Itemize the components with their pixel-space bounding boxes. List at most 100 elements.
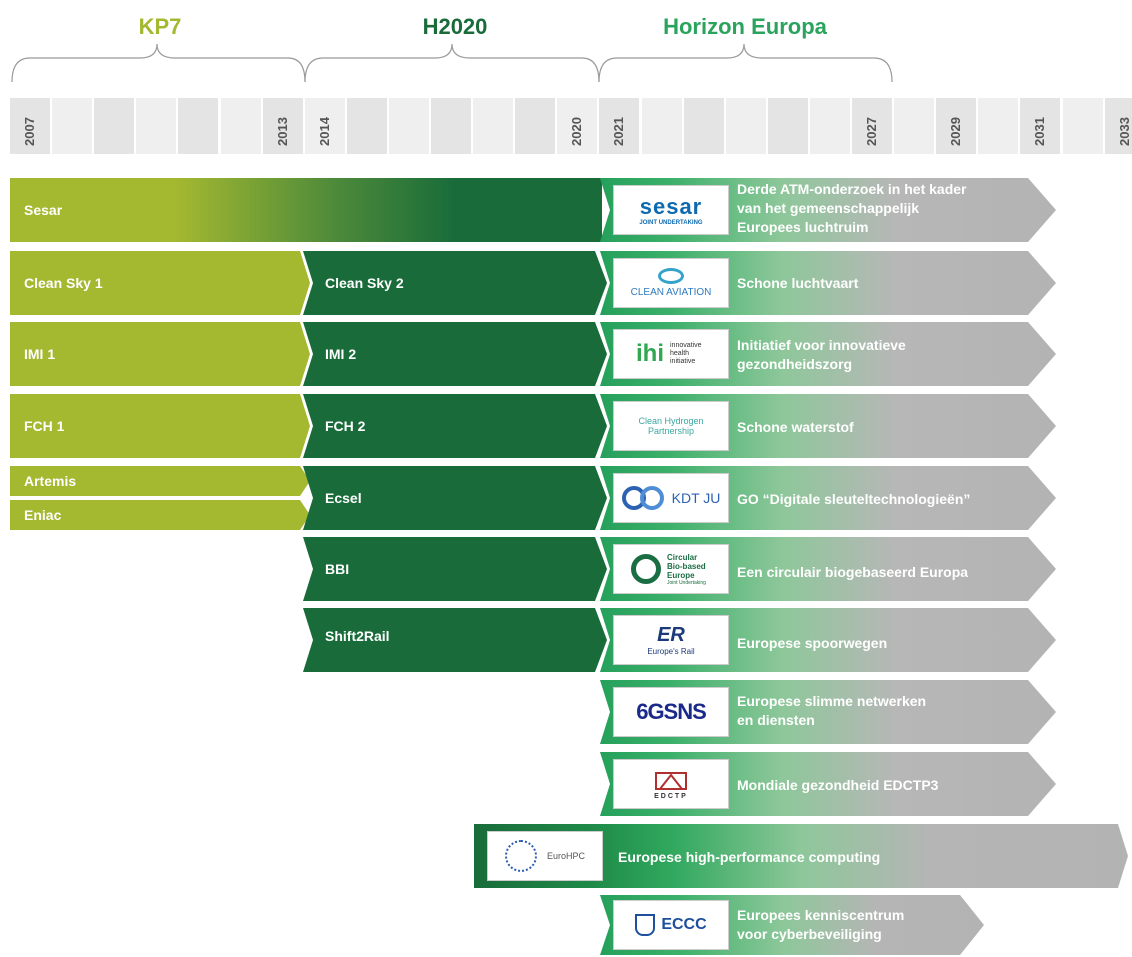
text-line: van het gemeenschappelijk (737, 200, 920, 216)
edctp-icon (655, 771, 687, 790)
bar-fch-1: FCH 1 (10, 394, 310, 458)
bar-label: Ecsel (325, 490, 362, 506)
year-cell (220, 98, 261, 154)
year-cell (346, 98, 387, 154)
year-label: 2013 (274, 117, 290, 146)
year-cell (683, 98, 724, 154)
logo-sub: Joint Undertaking (667, 579, 706, 586)
horizon-text-sesar: Derde ATM-onderzoek in het kader van het… (737, 180, 966, 237)
year-cell: 2014 (304, 98, 345, 154)
year-cell (725, 98, 766, 154)
bar-artemis: Artemis (10, 466, 310, 496)
year-cell (641, 98, 682, 154)
bar-eniac: Eniac (10, 500, 310, 530)
text-line: Een circulair biogebaseerd Europa (737, 564, 969, 580)
logo-sub: innovative health initiative (670, 342, 702, 365)
text-line: Europees kenniscentrum (737, 907, 905, 923)
year-cell (473, 98, 514, 154)
year-label: 2014 (316, 117, 332, 146)
year-cell (515, 98, 556, 154)
year-label: 2007 (22, 117, 38, 146)
shield-icon (635, 914, 656, 936)
year-cell: 2031 (1020, 98, 1061, 154)
logo-text: KDT JU (671, 490, 721, 506)
logo-text: Europe's Rail (647, 647, 695, 656)
bar-bbi: BBI (303, 537, 607, 601)
horizon-text-kdt: GO “Digitale sleuteltechnologieën” (737, 490, 970, 509)
logo-edctp: EDCTP (613, 759, 729, 809)
bar-label: FCH 1 (24, 418, 65, 434)
year-label: 2031 (1032, 117, 1048, 146)
text-line: GO “Digitale sleuteltechnologieën” (737, 491, 971, 507)
year-cell: 2033 (1104, 98, 1132, 154)
text-line: Europees luchtruim (737, 219, 869, 235)
logo-text: EDCTP (654, 792, 688, 800)
period-title-horizon: Horizon Europa (663, 14, 827, 39)
bar-label: Clean Sky 1 (24, 275, 103, 291)
bar-label: Artemis (24, 473, 77, 489)
year-cell (894, 98, 935, 154)
logo-text: Circular Bio-based Europe (667, 552, 706, 580)
year-cell (431, 98, 472, 154)
horizon-text-clean-aviation: Schone luchtvaart (737, 274, 858, 293)
year-cell (94, 98, 135, 154)
text-line: Europese high-performance computing (618, 849, 881, 865)
bar-label: Eniac (24, 507, 62, 523)
year-label: 2027 (864, 117, 880, 146)
europes-rail-icon: ER (657, 624, 685, 646)
year-cell (767, 98, 808, 154)
year-cell (388, 98, 429, 154)
horizon-text-europes-rail: Europese spoorwegen (737, 634, 887, 653)
year-cell (136, 98, 177, 154)
year-cell: 2027 (852, 98, 893, 154)
period-title-kp7: KP7 (138, 14, 182, 39)
bar-label: FCH 2 (325, 418, 366, 434)
year-cell: 2007 (10, 98, 51, 154)
bar-label: Shift2Rail (325, 628, 390, 644)
logo-eurohpc: EuroHPC (487, 831, 603, 881)
text-line: Derde ATM-onderzoek in het kader (737, 181, 967, 197)
year-label: 2033 (1116, 117, 1132, 146)
year-cell: 2029 (936, 98, 977, 154)
logo-text: Clean Hydrogen Partnership (638, 416, 704, 436)
bar-label: Clean Sky 2 (325, 275, 404, 291)
text-line: en diensten (737, 712, 815, 728)
horizon-text-6gsns: Europese slimme netwerken en diensten (737, 692, 926, 730)
year-cell (809, 98, 850, 154)
logo-kdt-ju: KDT JU (613, 473, 729, 523)
year-label: 2021 (611, 117, 627, 146)
logo-ihi: ihi innovative health initiative (613, 329, 729, 379)
year-cell: 2020 (557, 98, 598, 154)
bar-clean-sky-1: Clean Sky 1 (10, 251, 310, 315)
horizon-text-cbe: Een circulair biogebaseerd Europa (737, 563, 968, 582)
bar-label: IMI 1 (24, 346, 56, 362)
period-title-h2020: H2020 (422, 14, 488, 39)
text-line: voor cyberbeveiliging (737, 926, 882, 942)
kdt-circle-icon (639, 486, 664, 510)
bar-shift2rail: Shift2Rail (303, 608, 607, 672)
logo-europes-rail: ER Europe's Rail (613, 615, 729, 665)
text-line: gezondheidszorg (737, 356, 853, 372)
logo-6gsns: 6GSNS (613, 687, 729, 737)
logo-text: 6GSNS (636, 699, 707, 724)
year-cell (1062, 98, 1103, 154)
text-line: Schone luchtvaart (737, 275, 859, 291)
logo-clean-aviation: CLEAN AVIATION (613, 258, 729, 308)
text-line: Europese slimme netwerken (737, 693, 927, 709)
year-label: 2029 (948, 117, 964, 146)
bar-sesar-label: Sesar (24, 202, 63, 218)
year-label: 2020 (569, 117, 585, 146)
year-cell (978, 98, 1019, 154)
horizon-text-edctp: Mondiale gezondheid EDCTP3 (737, 776, 938, 795)
text-line: Europese spoorwegen (737, 635, 888, 651)
year-cell (178, 98, 219, 154)
horizon-text-eurohpc: Europese high-performance computing (618, 848, 880, 867)
horizon-text-eccc: Europees kenniscentrum voor cyberbeveili… (737, 906, 904, 944)
clean-aviation-icon (658, 268, 684, 284)
bar-ecsel: Ecsel (303, 466, 607, 530)
bar-fch-2: FCH 2 (303, 394, 607, 458)
logo-text: EuroHPC (546, 851, 585, 861)
logo-sesar-text: sesar (639, 194, 703, 219)
horizon-text-clean-hydrogen: Schone waterstof (737, 418, 854, 437)
bar-imi-1: IMI 1 (10, 322, 310, 386)
